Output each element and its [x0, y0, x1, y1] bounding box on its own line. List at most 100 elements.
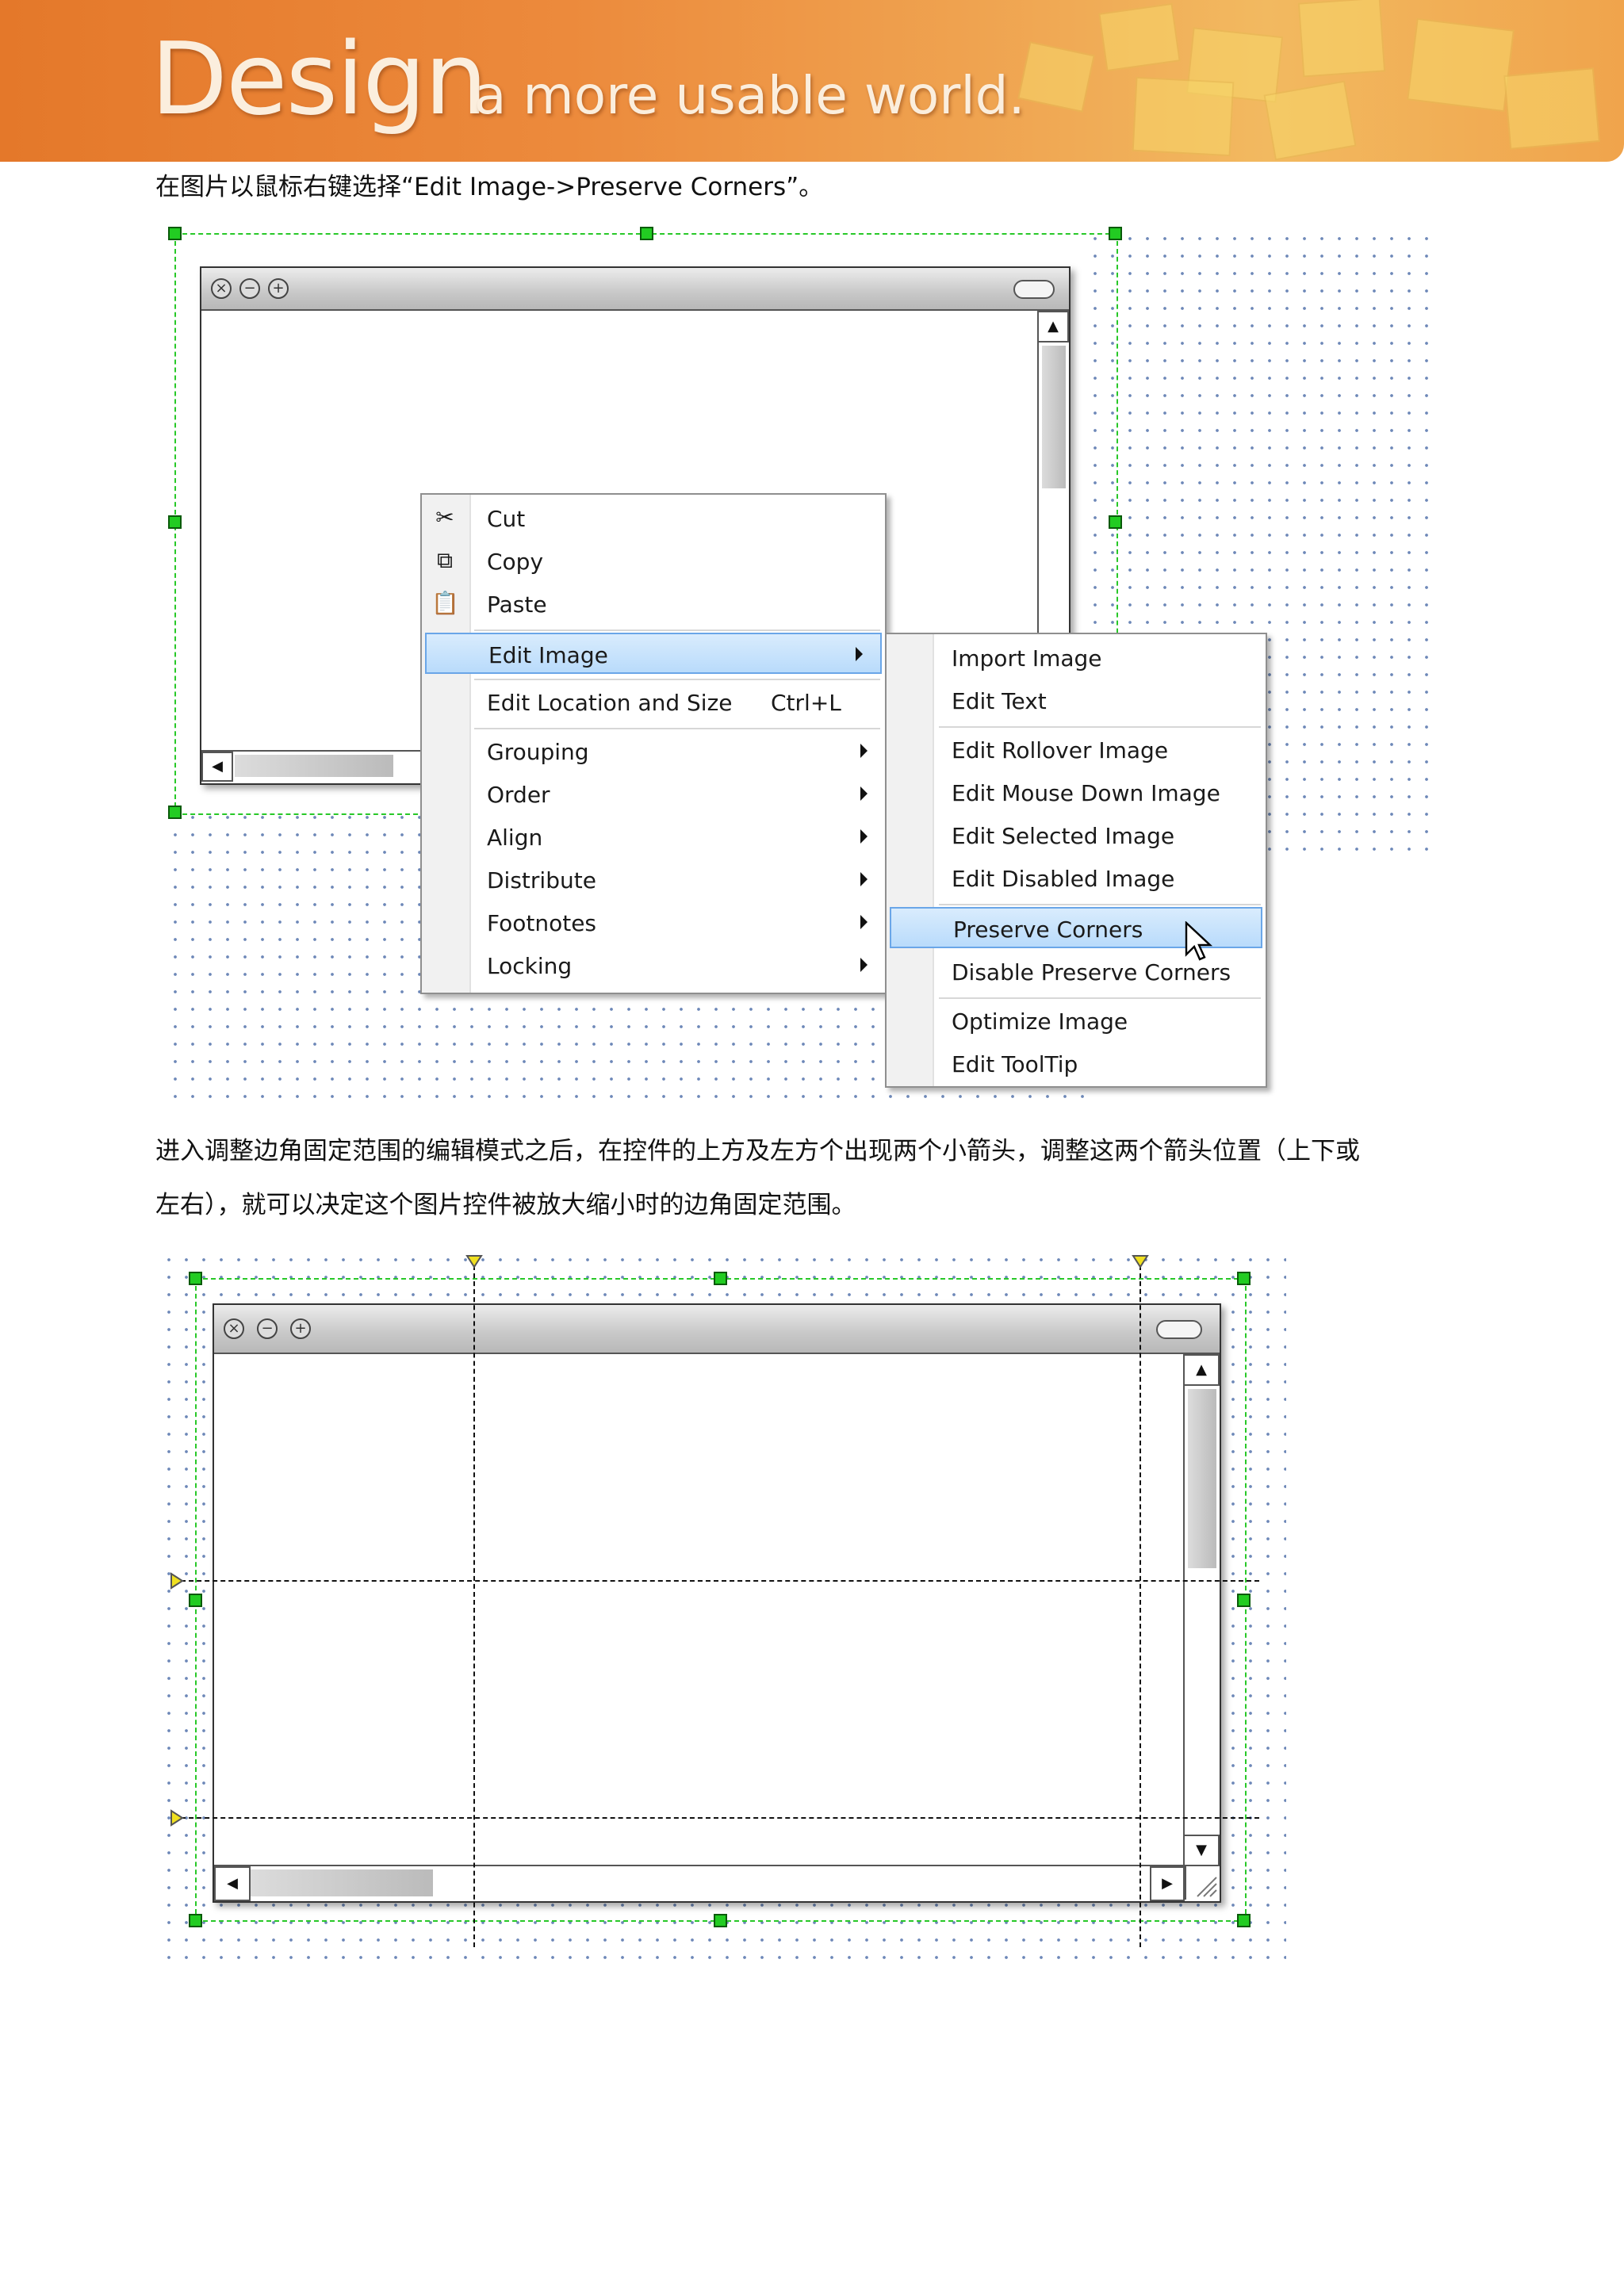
figure-preserve-corners: × − + ▲ ▼ ◀ ▶: [155, 1245, 1297, 1966]
menu-item-label: Order: [487, 782, 550, 808]
submenu-arrow-icon: [856, 647, 863, 661]
vertical-scrollbar[interactable]: ▲ ▼: [1183, 1354, 1220, 1866]
scroll-up-arrow-icon[interactable]: ▲: [1183, 1354, 1220, 1386]
scroll-down-arrow-icon[interactable]: ▼: [1183, 1835, 1220, 1866]
resize-handle[interactable]: [1237, 1272, 1251, 1285]
menu-item-edit-location-size[interactable]: Edit Location and Size Ctrl+L: [422, 682, 885, 723]
resize-handle[interactable]: [168, 515, 182, 529]
submenu-edit-image: Import Image Edit Text Edit Rollover Ima…: [885, 633, 1267, 1088]
menu-item-label: Grouping: [487, 739, 589, 765]
menu-separator: [474, 679, 880, 680]
menu-gutter: [422, 495, 471, 993]
scroll-thumb[interactable]: [1042, 346, 1066, 488]
toolbar-toggle-button[interactable]: [1156, 1320, 1202, 1339]
submenu-item-optimize-image[interactable]: Optimize Image: [887, 1001, 1266, 1042]
guide-marker-left-top-icon[interactable]: [170, 1572, 184, 1590]
menu-separator: [939, 997, 1261, 999]
resize-handle[interactable]: [1109, 515, 1122, 529]
zoom-icon[interactable]: +: [290, 1318, 311, 1339]
resize-handle[interactable]: [168, 806, 182, 819]
resize-handle[interactable]: [714, 1272, 727, 1285]
mouse-pointer-icon: [1185, 921, 1213, 961]
scroll-left-arrow-icon[interactable]: ◀: [201, 752, 233, 782]
close-icon[interactable]: ×: [224, 1318, 244, 1339]
menu-gutter: [887, 634, 934, 1086]
resize-handle[interactable]: [1237, 1914, 1251, 1927]
minimize-icon[interactable]: −: [239, 278, 260, 299]
scroll-thumb[interactable]: [1188, 1389, 1216, 1568]
window-mockup: × − + ▲ ▼ ◀ ▶: [213, 1303, 1221, 1903]
menu-item-label: Disable Preserve Corners: [952, 959, 1231, 985]
submenu-item-edit-text[interactable]: Edit Text: [887, 680, 1266, 721]
submenu-item-edit-rollover-image[interactable]: Edit Rollover Image: [887, 729, 1266, 771]
menu-item-cut[interactable]: ✂ Cut: [422, 498, 885, 539]
resize-handle[interactable]: [640, 227, 653, 240]
guide-marker-top-left-icon[interactable]: [465, 1254, 483, 1269]
window-titlebar: × − +: [214, 1305, 1220, 1354]
menu-item-edit-image[interactable]: Edit Image: [425, 633, 882, 674]
window-titlebar: × − +: [201, 268, 1069, 311]
menu-item-label: Copy: [487, 549, 544, 575]
menu-item-label: Edit Rollover Image: [952, 737, 1169, 763]
resize-handle[interactable]: [189, 1272, 202, 1285]
resize-handle[interactable]: [714, 1914, 727, 1927]
menu-item-label: Preserve Corners: [953, 916, 1143, 943]
guide-marker-top-right-icon[interactable]: [1132, 1254, 1149, 1269]
resize-grip-icon[interactable]: [1185, 1866, 1220, 1900]
scroll-thumb[interactable]: [235, 755, 393, 777]
menu-item-label: Edit ToolTip: [952, 1051, 1078, 1077]
scroll-left-arrow-icon[interactable]: ◀: [214, 1866, 251, 1901]
corner-guide-horizontal-bottom: [173, 1817, 1259, 1819]
horizontal-scrollbar[interactable]: ◀: [201, 750, 439, 783]
resize-handle[interactable]: [168, 227, 182, 240]
submenu-arrow-icon: [860, 915, 868, 929]
menu-item-label: Align: [487, 825, 543, 851]
header-banner: Design a more usable world.: [0, 0, 1624, 162]
scroll-up-arrow-icon[interactable]: ▲: [1037, 311, 1069, 342]
menu-item-label: Footnotes: [487, 910, 597, 936]
scroll-thumb[interactable]: [251, 1869, 433, 1896]
menu-item-label: Locking: [487, 953, 573, 979]
resize-handle[interactable]: [1237, 1594, 1251, 1607]
menu-separator: [939, 726, 1261, 728]
resize-handle[interactable]: [189, 1914, 202, 1927]
scroll-right-arrow-icon[interactable]: ▶: [1150, 1866, 1185, 1901]
close-icon[interactable]: ×: [211, 278, 232, 299]
menu-item-label: Paste: [487, 591, 547, 618]
context-menu: ✂ Cut ⧉ Copy 📋 Paste Edit Image Edit Loc…: [420, 493, 887, 994]
horizontal-scrollbar[interactable]: ◀ ▶: [214, 1865, 1220, 1901]
menu-item-paste[interactable]: 📋 Paste: [422, 584, 885, 625]
menu-item-label: Edit Mouse Down Image: [952, 780, 1220, 806]
submenu-arrow-icon: [860, 872, 868, 886]
menu-item-label: Cut: [487, 506, 526, 532]
submenu-item-import-image[interactable]: Import Image: [887, 637, 1266, 679]
instruction-step1: 在图片以鼠标右键选择“Edit Image->Preserve Corners”…: [155, 173, 824, 201]
submenu-item-edit-disabled-image[interactable]: Edit Disabled Image: [887, 858, 1266, 899]
menu-item-footnotes[interactable]: Footnotes: [422, 902, 885, 943]
menu-item-order[interactable]: Order: [422, 774, 885, 815]
zoom-icon[interactable]: +: [268, 278, 289, 299]
scissors-icon: ✂: [435, 504, 454, 530]
resize-handle[interactable]: [1109, 227, 1122, 240]
menu-separator: [474, 629, 880, 631]
submenu-item-disable-preserve-corners[interactable]: Disable Preserve Corners: [887, 951, 1266, 993]
corner-guide-vertical-right: [1139, 1257, 1141, 1947]
copy-icon: ⧉: [437, 547, 453, 573]
toolbar-toggle-button[interactable]: [1013, 280, 1055, 299]
guide-marker-left-bottom-icon[interactable]: [170, 1809, 184, 1827]
submenu-item-edit-selected-image[interactable]: Edit Selected Image: [887, 815, 1266, 856]
menu-item-distribute[interactable]: Distribute: [422, 859, 885, 901]
submenu-item-edit-mouse-down-image[interactable]: Edit Mouse Down Image: [887, 772, 1266, 813]
corner-guide-horizontal-top: [173, 1580, 1259, 1582]
menu-item-align[interactable]: Align: [422, 817, 885, 858]
resize-handle[interactable]: [189, 1594, 202, 1607]
menu-item-grouping[interactable]: Grouping: [422, 731, 885, 772]
menu-item-locking[interactable]: Locking: [422, 945, 885, 986]
menu-item-copy[interactable]: ⧉ Copy: [422, 541, 885, 582]
menu-item-label: Import Image: [952, 645, 1102, 672]
menu-item-label: Edit Location and Size: [487, 690, 733, 716]
menu-item-shortcut: Ctrl+L: [771, 690, 841, 716]
menu-item-label: Distribute: [487, 867, 596, 894]
submenu-item-edit-tooltip[interactable]: Edit ToolTip: [887, 1043, 1266, 1085]
minimize-icon[interactable]: −: [257, 1318, 278, 1339]
